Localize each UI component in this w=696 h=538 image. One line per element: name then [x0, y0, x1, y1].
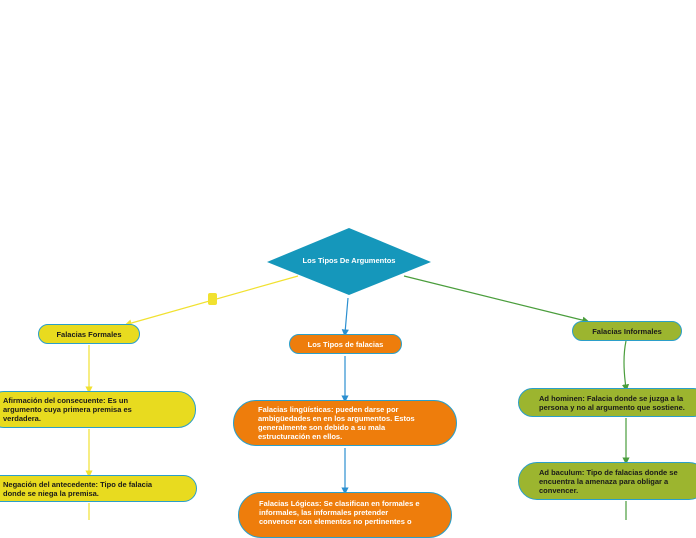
node-label: Ad baculum: Tipo de falacias donde se en… [539, 467, 678, 495]
node-label: Falacias Formales [56, 329, 122, 339]
node-falacias-linguisticas[interactable]: Falacias lingüísticas: pueden darse por … [233, 400, 457, 446]
node-label: Ad hominen: Falacia donde se juzga a la … [539, 393, 685, 412]
connector-informales-1 [621, 340, 630, 392]
node-falacias-formales[interactable]: Falacias Formales [38, 324, 140, 344]
node-label: Los Tipos de falacias [307, 339, 384, 349]
mind-map-canvas [85, 228, 630, 520]
node-label: Afirmación del consecuente: Es un argume… [3, 396, 132, 423]
node-label: Falacias lingüísticas: pueden darse por … [258, 405, 415, 441]
root-diamond[interactable] [267, 228, 431, 295]
node-negacion-antecedente[interactable]: Negación del antecedente: Tipo de falaci… [0, 475, 197, 502]
node-afirmacion-consecuente[interactable]: Afirmación del consecuente: Es un argume… [0, 391, 196, 428]
node-falacias-logicas[interactable]: Falacias Lógicas: Se clasifican en forma… [238, 492, 452, 538]
node-ad-baculum[interactable]: Ad baculum: Tipo de falacias donde se en… [518, 462, 696, 500]
node-label: Falacias Lógicas: Se clasifican en forma… [259, 499, 420, 526]
node-falacias-informales[interactable]: Falacias Informales [572, 321, 682, 341]
connector-root-tipos [341, 297, 349, 337]
node-ad-hominen[interactable]: Ad hominen: Falacia donde se juzga a la … [518, 388, 696, 417]
node-tipos-de-falacias[interactable]: Los Tipos de falacias [289, 334, 402, 354]
node-label: Negación del antecedente: Tipo de falaci… [3, 479, 153, 498]
root-title: Los Tipos De Argumentos [302, 256, 396, 265]
connector-handle[interactable] [208, 293, 217, 305]
connector-root-informales [403, 275, 590, 324]
node-label: Falacias Informales [592, 326, 662, 336]
